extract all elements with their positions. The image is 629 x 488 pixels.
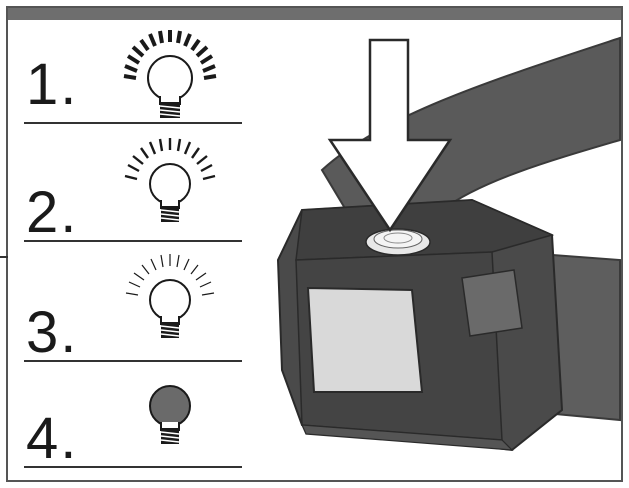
step-2-number: 2. xyxy=(26,180,79,245)
step-4-underline xyxy=(24,466,242,468)
headlamp-illustration xyxy=(276,36,621,452)
step-2-underline xyxy=(24,240,242,242)
header-bar xyxy=(6,6,623,20)
step-1-underline xyxy=(24,122,242,124)
lamp-body-icon xyxy=(276,198,564,452)
step-3: 3. xyxy=(24,240,242,365)
step-4-number: 4. xyxy=(26,406,79,471)
lens-icon xyxy=(306,286,424,393)
step-1-number: 1. xyxy=(26,52,79,117)
bulb-low-icon xyxy=(125,254,215,338)
frame-border xyxy=(6,6,623,482)
step-3-number: 3. xyxy=(26,300,79,365)
bulb-high-icon xyxy=(123,30,217,118)
step-1: 1. xyxy=(24,0,242,124)
step-4: 4. xyxy=(24,346,242,471)
press-arrow-icon xyxy=(327,38,453,233)
bulb-off-icon xyxy=(149,385,191,444)
edge-mark xyxy=(0,256,8,258)
step-3-underline xyxy=(24,360,242,362)
step-2: 2. xyxy=(24,120,242,245)
bulb-medium-icon xyxy=(124,138,216,222)
